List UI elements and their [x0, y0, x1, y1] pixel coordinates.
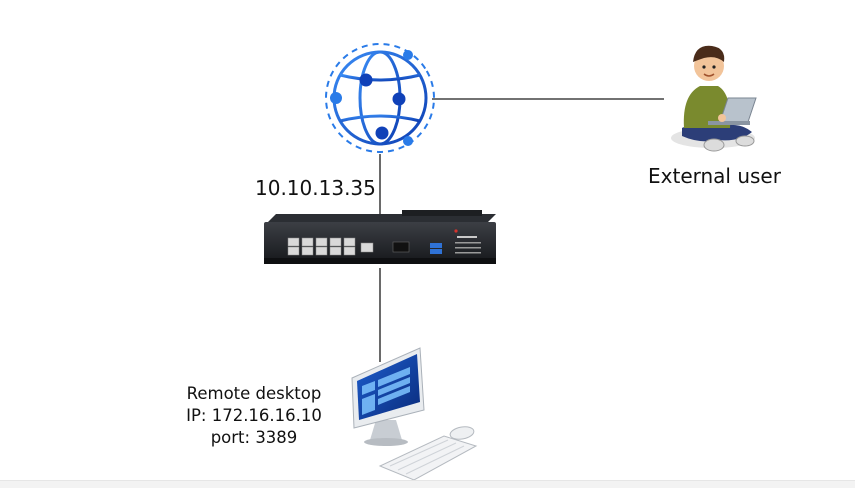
internet-globe-icon	[325, 43, 435, 153]
desktop-computer-icon	[351, 347, 478, 481]
external-user-label: External user	[648, 164, 781, 188]
remote-desktop-info: Remote desktop IP: 172.16.16.10 port: 33…	[168, 383, 340, 449]
wan-ip-label: 10.10.13.35	[255, 176, 376, 200]
remote-desktop-title: Remote desktop	[186, 384, 322, 403]
remote-desktop-port: port: 3389	[210, 428, 298, 447]
person-laptop-icon	[671, 45, 757, 152]
bottom-divider	[0, 480, 855, 488]
remote-desktop-ip: IP: 172.16.16.10	[186, 406, 322, 425]
firewall-appliance-icon	[264, 210, 496, 264]
